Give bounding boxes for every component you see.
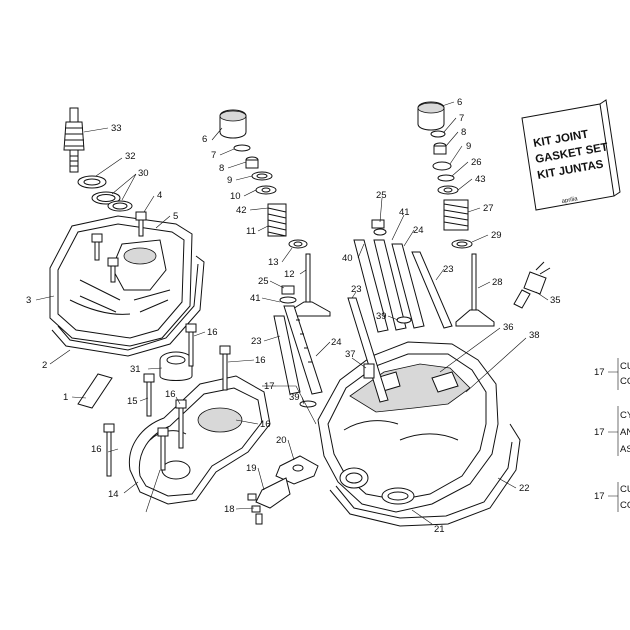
valve-stack-left[interactable]	[219, 109, 331, 317]
side-note-2-ref: 17	[594, 427, 605, 438]
side-note-1-ref: 17	[594, 367, 605, 378]
callout-23-a: 23	[251, 336, 262, 347]
callout-27: 27	[483, 203, 494, 214]
side-note-3-line-1: CU	[620, 484, 630, 495]
side-note-2: 17 CY AN AS	[594, 406, 630, 456]
callout-17: 17	[264, 381, 275, 392]
cover-bolts[interactable]	[91, 211, 147, 283]
leader-lines	[35, 101, 549, 525]
callout-2: 2	[42, 360, 47, 371]
callout-39-a: 39	[289, 392, 300, 403]
cam-housing[interactable]	[128, 375, 271, 505]
callout-18: 18	[224, 504, 235, 515]
pushrods-right[interactable]	[347, 219, 453, 403]
callout-11: 11	[246, 226, 256, 237]
gasket-kit-box: KIT JOINT GASKET SET KIT JUNTAS aprilia	[521, 99, 621, 211]
callout-41-b: 41	[399, 207, 410, 218]
callout-16-a: 16	[207, 327, 218, 338]
callout-42: 42	[236, 205, 247, 216]
callout-16-b: 16	[255, 355, 266, 366]
cover-gasket[interactable]	[51, 255, 205, 357]
callout-21: 21	[434, 524, 445, 535]
spark-plug[interactable]	[63, 107, 85, 173]
side-note-2-line-1: CY	[620, 410, 630, 421]
callout-16-e: 16	[91, 444, 102, 455]
callout-9-b: 9	[466, 141, 471, 152]
side-note-2-line-3: AS	[620, 444, 630, 455]
side-note-3: 17 CU CO	[594, 482, 630, 512]
callout-25-b: 25	[376, 190, 387, 201]
callout-5: 5	[173, 211, 178, 222]
studs-left[interactable]	[103, 323, 231, 477]
callout-7-b: 7	[459, 113, 464, 124]
callout-33: 33	[111, 123, 122, 134]
side-notes: 17 CU CO 17 CY AN AS 17 CU CO	[594, 358, 630, 512]
o-rings[interactable]	[91, 191, 133, 212]
side-note-1-line-2: CO	[620, 376, 630, 387]
callout-14: 14	[108, 489, 119, 500]
callout-38: 38	[529, 330, 540, 341]
side-note-1: 17 CU CO	[594, 358, 630, 390]
kit-box-logo: aprilia	[561, 196, 578, 205]
callout-36: 36	[503, 322, 514, 333]
callout-9-a: 9	[227, 175, 232, 186]
spark-plug-cap-seal[interactable]	[77, 175, 107, 189]
callout-15: 15	[127, 396, 138, 407]
valve-stack-right[interactable]	[417, 101, 495, 327]
callout-7-a: 7	[211, 150, 216, 161]
callout-13: 13	[268, 257, 279, 268]
callout-28: 28	[492, 277, 503, 288]
callout-40: 40	[342, 253, 353, 264]
callout-16-c: 16	[165, 389, 176, 400]
callout-24-b: 24	[413, 225, 424, 236]
pushrods-left[interactable]	[273, 285, 323, 408]
callout-16-d: 16	[260, 419, 271, 430]
callout-6-b: 6	[457, 97, 462, 108]
valve-cover[interactable]	[49, 215, 193, 347]
callout-3: 3	[26, 295, 31, 306]
cylinder-head[interactable]	[317, 341, 499, 513]
callout-31: 31	[130, 364, 141, 375]
callout-20: 20	[276, 435, 287, 446]
callout-37: 37	[345, 349, 356, 360]
callout-26: 26	[471, 157, 482, 168]
callout-1: 1	[63, 392, 68, 403]
side-note-1-line-1: CU	[620, 361, 630, 372]
callout-12: 12	[284, 269, 295, 280]
head-gasket[interactable]	[329, 423, 521, 527]
callout-30: 30	[138, 168, 149, 179]
callout-43: 43	[475, 174, 486, 185]
callout-6-a: 6	[202, 134, 207, 145]
callout-23-c: 23	[351, 284, 362, 295]
callout-labels: 33 32 30 4 5 3 2 1 15 16 16 16 16 16 31 …	[26, 97, 561, 535]
side-note-3-line-2: CO	[620, 500, 630, 511]
callout-4: 4	[157, 190, 162, 201]
callout-22: 22	[519, 483, 530, 494]
callout-8-b: 8	[461, 127, 466, 138]
callout-39-b: 39	[376, 311, 387, 322]
callout-25-a: 25	[258, 276, 269, 287]
callout-35: 35	[550, 295, 561, 306]
callout-29: 29	[491, 230, 502, 241]
chain-tensioner[interactable]	[247, 455, 319, 525]
callout-41-a: 41	[250, 293, 261, 304]
callout-10: 10	[230, 191, 241, 202]
callout-8-a: 8	[219, 163, 224, 174]
callout-32: 32	[125, 151, 136, 162]
callout-19: 19	[246, 463, 257, 474]
small-plate[interactable]	[77, 373, 113, 409]
callout-24-a: 24	[331, 337, 342, 348]
bearing-bushing[interactable]	[159, 351, 193, 381]
side-note-2-line-2: AN	[620, 427, 630, 438]
callout-23-b: 23	[443, 264, 454, 275]
side-note-3-ref: 17	[594, 491, 605, 502]
temperature-sensor[interactable]	[513, 261, 551, 309]
